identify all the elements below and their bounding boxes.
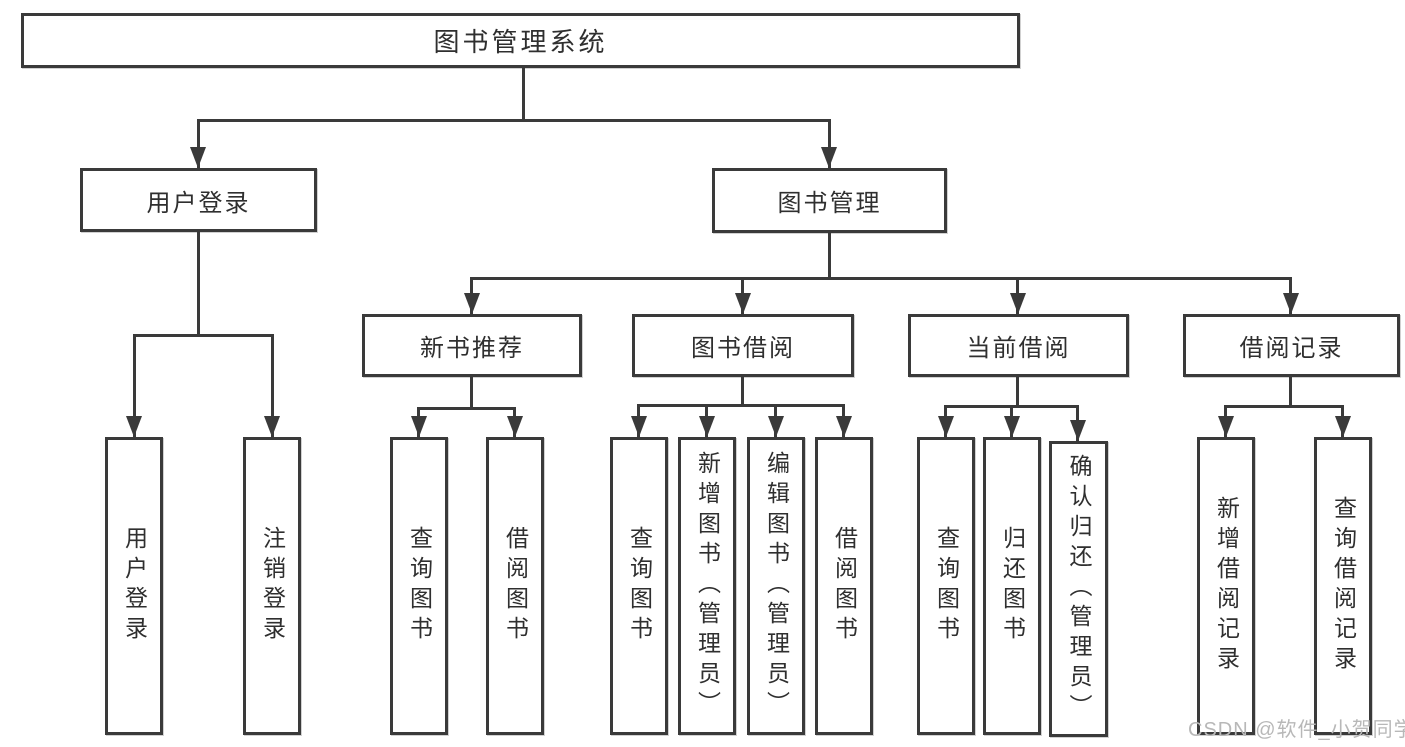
leaf-bb-edit-book-admin-label: 编辑图书（管理员） (763, 451, 790, 721)
connector-to-book-management (828, 119, 831, 168)
leaf-bb-borrow-book-label: 借阅图书 (831, 526, 858, 646)
node-user-login-group: 用户登录 (80, 168, 317, 232)
node-book-borrow-label: 图书借阅 (691, 335, 795, 362)
node-book-borrow: 图书借阅 (632, 314, 854, 377)
connector-user-login-split (133, 334, 274, 337)
leaf-rec-query-book-label: 查询图书 (406, 526, 433, 646)
connector-book-mgmt-stub (828, 231, 831, 279)
leaf-rec-query-book: 查询图书 (390, 437, 448, 735)
connector-to-user-login (197, 119, 200, 168)
arrow-down-icon (1070, 420, 1086, 441)
leaf-cb-return-book-label: 归还图书 (999, 526, 1026, 646)
arrow-down-icon (264, 416, 280, 437)
node-book-management: 图书管理 (712, 168, 947, 233)
leaf-cb-confirm-return-admin-label: 确认归还（管理员） (1066, 454, 1092, 724)
leaf-user-login-label: 用户登录 (121, 526, 148, 646)
connector-split (637, 404, 845, 407)
leaf-bb-query-book: 查询图书 (610, 437, 668, 735)
leaf-cb-confirm-return-admin: 确认归还（管理员） (1049, 441, 1108, 737)
node-borrow-records-label: 借阅记录 (1239, 335, 1344, 362)
connector-stub (1016, 375, 1019, 408)
leaf-br-query-record: 查询借阅记录 (1314, 437, 1372, 735)
arrow-down-icon (631, 416, 647, 437)
arrow-down-icon (699, 416, 715, 437)
arrow-down-icon (821, 147, 837, 168)
arrow-down-icon (1218, 416, 1234, 437)
arrow-down-icon (190, 147, 206, 168)
arrow-down-icon (464, 293, 480, 314)
node-user-login-group-label: 用户登录 (146, 189, 251, 217)
leaf-rec-borrow-book-label: 借阅图书 (502, 526, 529, 646)
arrow-down-icon (1004, 416, 1020, 437)
connector-stub (1289, 375, 1292, 408)
connector-root-split (197, 119, 831, 122)
node-current-borrow-label: 当前借阅 (966, 335, 1071, 362)
connector-to-leaf (133, 334, 136, 437)
leaf-logout: 注销登录 (243, 437, 301, 735)
arrow-down-icon (507, 416, 523, 437)
leaf-br-add-record: 新增借阅记录 (1197, 437, 1255, 735)
arrow-down-icon (126, 416, 142, 437)
leaf-br-query-record-label: 查询借阅记录 (1330, 496, 1357, 676)
connector-stub (470, 375, 473, 410)
leaf-bb-query-book-label: 查询图书 (626, 526, 653, 646)
leaf-cb-return-book: 归还图书 (983, 437, 1041, 735)
node-borrow-records: 借阅记录 (1183, 314, 1400, 377)
leaf-cb-query-book-label: 查询图书 (933, 526, 960, 646)
connector-to-leaf (271, 334, 274, 437)
arrow-down-icon (836, 416, 852, 437)
node-new-book-recommend: 新书推荐 (362, 314, 582, 377)
leaf-cb-query-book: 查询图书 (917, 437, 975, 735)
arrow-down-icon (1283, 293, 1299, 314)
leaf-rec-borrow-book: 借阅图书 (486, 437, 544, 735)
leaf-user-login: 用户登录 (105, 437, 163, 735)
connector-book-mgmt-split (470, 277, 1292, 280)
node-current-borrow: 当前借阅 (908, 314, 1129, 377)
arrow-down-icon (1010, 293, 1026, 314)
node-library-system-label: 图书管理系统 (433, 27, 608, 57)
connector-root-stub (522, 66, 525, 121)
node-library-system: 图书管理系统 (21, 13, 1020, 68)
leaf-logout-label: 注销登录 (259, 526, 286, 646)
connector-split (417, 407, 516, 410)
connector-user-login-stub (197, 230, 200, 337)
leaf-bb-add-book-admin: 新增图书（管理员） (678, 437, 736, 735)
connector-stub (741, 375, 744, 407)
leaf-bb-edit-book-admin: 编辑图书（管理员） (747, 437, 805, 735)
leaf-bb-borrow-book: 借阅图书 (815, 437, 873, 735)
node-new-book-recommend-label: 新书推荐 (420, 335, 524, 362)
connector-split (1224, 405, 1344, 408)
arrow-down-icon (411, 416, 427, 437)
leaf-bb-add-book-admin-label: 新增图书（管理员） (694, 451, 721, 721)
arrow-down-icon (1335, 416, 1351, 437)
arrow-down-icon (938, 416, 954, 437)
arrow-down-icon (768, 416, 784, 437)
csdn-watermark: CSDN @软件_小贺同学 (1188, 719, 1405, 741)
arrow-down-icon (735, 293, 751, 314)
node-book-management-label: 图书管理 (777, 190, 882, 217)
leaf-br-add-record-label: 新增借阅记录 (1213, 496, 1240, 676)
